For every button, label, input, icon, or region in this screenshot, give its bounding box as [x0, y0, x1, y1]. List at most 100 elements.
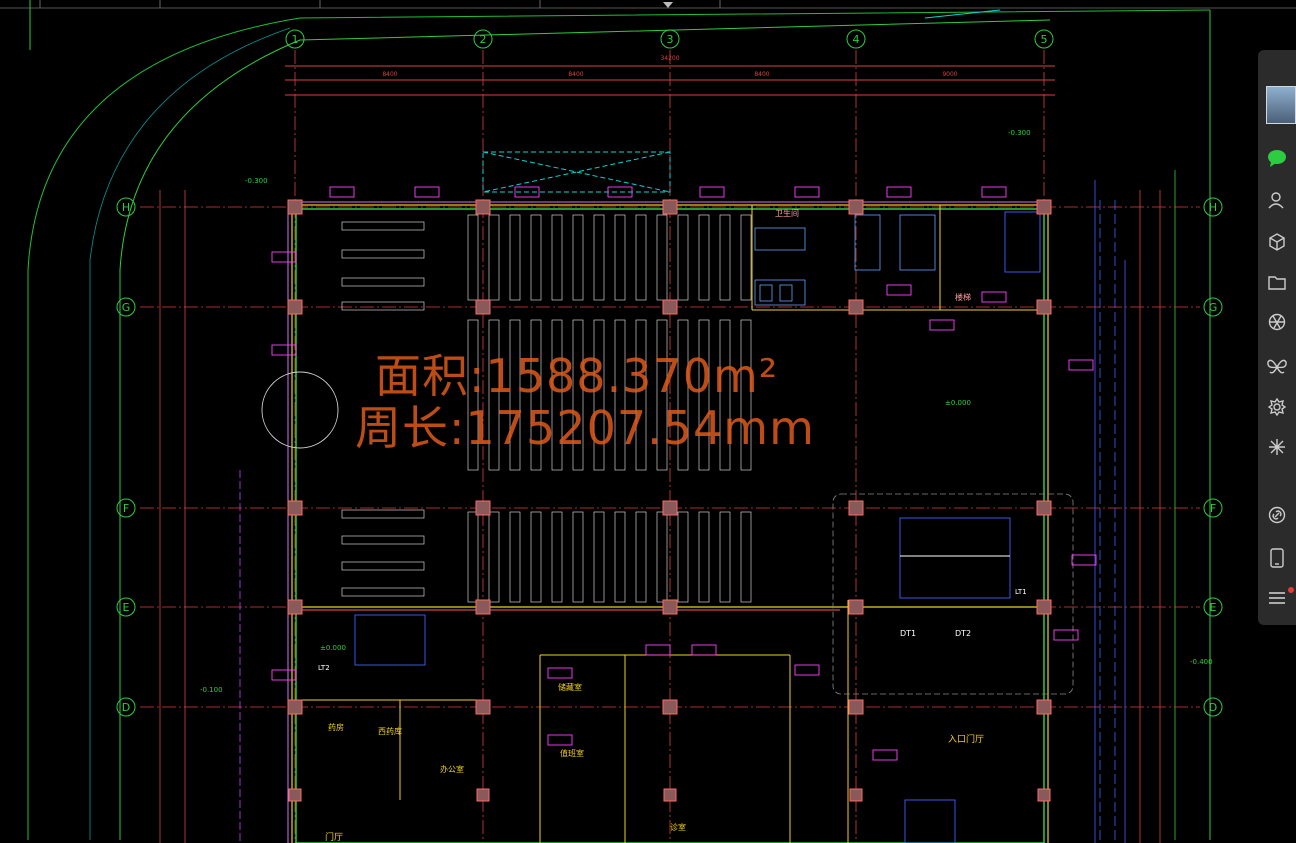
window-tag [329, 186, 355, 198]
shelf-column-middle [488, 319, 500, 471]
label-west-pharmacy: 西药库 [378, 726, 402, 736]
axis-label-col: 4 [853, 33, 860, 46]
axis-label-row: D [122, 701, 130, 714]
axis-bubble-col [473, 29, 493, 49]
folder-icon[interactable] [1265, 270, 1289, 294]
shelf-column-middle [614, 319, 626, 471]
column [662, 299, 678, 315]
column [848, 599, 864, 615]
label-dt2: DT2 [955, 629, 971, 638]
label-lt1: LT1 [1015, 588, 1027, 596]
phone-icon[interactable] [1265, 546, 1289, 570]
shelf-column-middle [677, 319, 689, 471]
column [662, 699, 678, 715]
menu-icon[interactable] [1265, 586, 1289, 610]
window-tag [886, 284, 912, 296]
aperture-icon[interactable] [1265, 310, 1289, 334]
shelf-column-upper [614, 214, 626, 301]
column [1036, 599, 1052, 615]
shelf-column-upper [677, 214, 689, 301]
column [1036, 199, 1052, 215]
shelf-left [341, 301, 425, 311]
window-tag [872, 749, 898, 761]
axis-label-col: 5 [1041, 33, 1048, 46]
column [849, 788, 863, 802]
level-side-left: -0.100 [200, 686, 223, 694]
column [848, 500, 864, 516]
shelf-column-upper [635, 214, 647, 301]
column [1037, 788, 1051, 802]
link-icon[interactable] [1265, 503, 1289, 527]
label-storage: 储藏室 [558, 682, 582, 692]
stairs [261, 211, 1041, 843]
cube-icon[interactable] [1265, 230, 1289, 254]
axis-bubble-row [1203, 498, 1223, 518]
label-pharmacy: 药房 [328, 722, 344, 732]
left-dimensions [159, 190, 1161, 843]
sparkle-icon[interactable] [1265, 435, 1289, 459]
column [662, 500, 678, 516]
shelf-column-lower [551, 511, 563, 603]
axis-bubble-row [1203, 197, 1223, 217]
shelf-left [341, 509, 425, 519]
axis-bubble-row [116, 697, 136, 717]
column [475, 199, 491, 215]
butterfly-icon[interactable] [1265, 355, 1289, 379]
structural-columns [287, 199, 1052, 802]
column [662, 199, 678, 215]
avatar[interactable] [1266, 86, 1296, 124]
column [1036, 699, 1052, 715]
window-tag [547, 734, 573, 746]
axis-label-row: D [1209, 701, 1217, 714]
window-tag [547, 667, 573, 679]
axis-label-col: 3 [667, 33, 674, 46]
label-lt2: LT2 [318, 664, 330, 672]
axis-bubble-col [1034, 29, 1054, 49]
shelf-column-lower [467, 511, 479, 603]
shelf-column-upper [656, 214, 668, 301]
shelf-column-lower [698, 511, 710, 603]
shelf-column-middle [551, 319, 563, 471]
chat-icon[interactable] [1265, 146, 1289, 170]
axis-bubble-col [285, 29, 305, 49]
dim-span-1: 8400 [382, 71, 397, 78]
axis-label-row: H [1209, 201, 1217, 214]
shelf-column-middle [509, 319, 521, 471]
shelf-column-lower [740, 511, 752, 603]
label-dt1: DT1 [900, 629, 916, 638]
window-tag [794, 186, 820, 198]
shelf-column-lower [719, 511, 731, 603]
window-tag [271, 251, 297, 263]
contacts-icon[interactable] [1265, 188, 1289, 212]
level-left-ext: -0.300 [245, 177, 268, 185]
elevator-zone [832, 493, 1074, 695]
window-tag [1053, 629, 1079, 641]
column [663, 788, 677, 802]
shelf-column-upper [551, 214, 563, 301]
window-tag [886, 186, 912, 198]
level-entry: ±0.000 [320, 644, 346, 652]
axis-label-row: G [1209, 301, 1218, 314]
dim-span-2: 8400 [568, 71, 583, 78]
room-labels: 卫生间 楼梯 DT1 DT2 LT1 LT2 入口门厅 门厅 药房 西药库 办公… [200, 129, 1213, 843]
column [848, 199, 864, 215]
road-lines [27, 0, 1211, 840]
axis-label-col: 2 [480, 33, 487, 46]
level-hall: ±0.000 [945, 399, 971, 407]
shelf-column-lower [593, 511, 605, 603]
guide-lines [239, 180, 1126, 843]
shelf-column-middle [719, 319, 731, 471]
dim-span-4: 9000 [942, 71, 957, 78]
axis-bubble-row [116, 197, 136, 217]
window-tag [929, 319, 955, 331]
column [475, 299, 491, 315]
column [288, 788, 302, 802]
shelf-column-upper [593, 214, 605, 301]
dim-span-3: 8400 [754, 71, 769, 78]
shelf-column-lower [530, 511, 542, 603]
window-tag [1068, 359, 1094, 371]
axis-label-row: E [1210, 601, 1217, 614]
settings-icon[interactable] [1265, 395, 1289, 419]
